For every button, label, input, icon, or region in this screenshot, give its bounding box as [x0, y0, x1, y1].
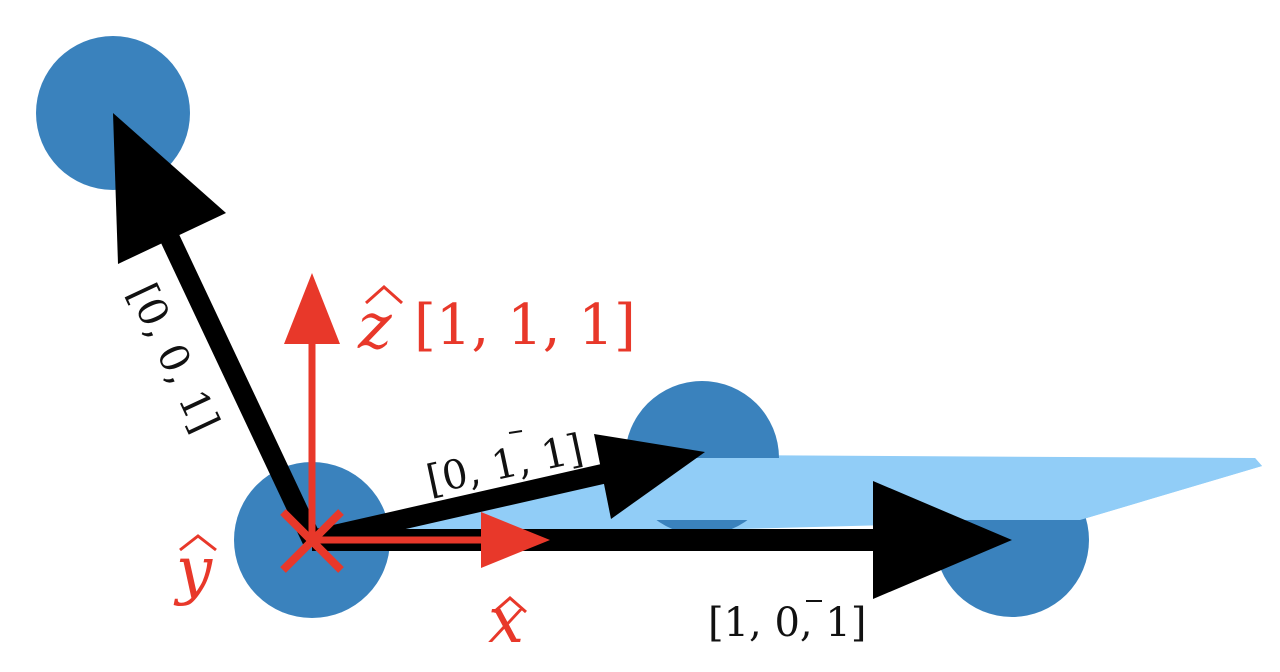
crystal-plane-overlay: [620, 458, 1262, 520]
axis-y-cross-icon: [280, 509, 344, 573]
label-vector-10m1: [1, 0, 1]: [708, 600, 866, 646]
label-axis-z: z: [357, 290, 393, 364]
hat-y: [179, 534, 217, 552]
label-axis-x: x: [488, 584, 524, 658]
axis-z-arrow: [284, 273, 340, 540]
vector-001-arrow: [113, 113, 322, 545]
label-axis-y: y: [173, 534, 213, 608]
axis-x-arrow: [312, 512, 550, 568]
overbar-01m1: [508, 430, 523, 434]
label-vector-001: [0, 0, 1]: [119, 277, 228, 440]
hat-x: [493, 596, 527, 614]
hat-z: [365, 284, 403, 305]
label-vector-z: [1, 1, 1]: [414, 293, 636, 358]
vector-01m1-arrow: [309, 434, 705, 550]
